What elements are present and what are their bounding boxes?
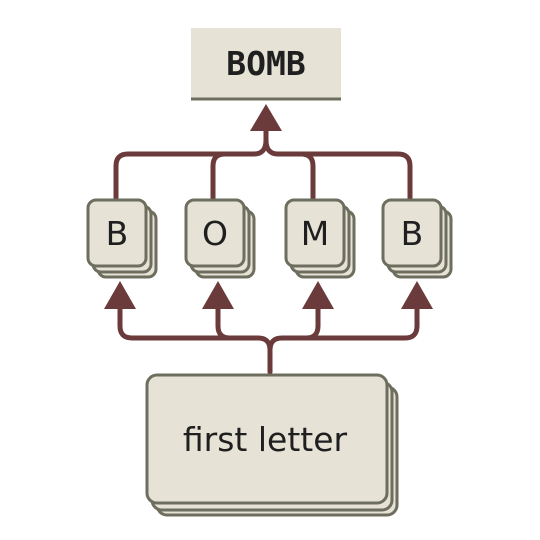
arrow-to-result	[250, 104, 282, 131]
source-label: first letter	[183, 420, 348, 459]
letter-label: M	[301, 214, 329, 253]
card-front	[381, 198, 443, 268]
card-front	[284, 198, 346, 268]
wire-source-to-letter-3	[267, 302, 321, 353]
arrow-to-letter-2	[202, 281, 234, 309]
wire-letter-2-to-result	[210, 151, 257, 201]
letter-card-3: M	[284, 198, 356, 279]
card-front	[86, 198, 148, 268]
wire-source-to-letter-4	[303, 302, 420, 341]
result-box	[191, 28, 341, 98]
lower-wires	[104, 281, 433, 375]
arrow-to-letter-3	[302, 281, 334, 309]
arrow-to-letter-1	[104, 281, 136, 309]
result-label: BOMB	[226, 44, 305, 83]
letter-label: B	[401, 214, 424, 253]
card-front	[184, 198, 246, 268]
wire-letter-4-to-result	[275, 151, 413, 201]
arrow-to-letter-4	[401, 281, 433, 309]
card-front	[145, 373, 389, 505]
wire-letter-1-to-result	[113, 125, 269, 201]
source-card: first letter	[145, 373, 399, 517]
result-node: BOMB	[191, 28, 341, 101]
letter-card-4: B	[381, 198, 453, 279]
wire-source-to-letter-2	[215, 302, 261, 341]
letter-card-2: O	[184, 198, 256, 279]
wire-letter-3-to-result	[263, 137, 316, 201]
letter-label: B	[106, 214, 129, 253]
letter-label: O	[202, 214, 228, 253]
letter-card-1: B	[86, 198, 158, 279]
upper-wires	[113, 104, 413, 201]
